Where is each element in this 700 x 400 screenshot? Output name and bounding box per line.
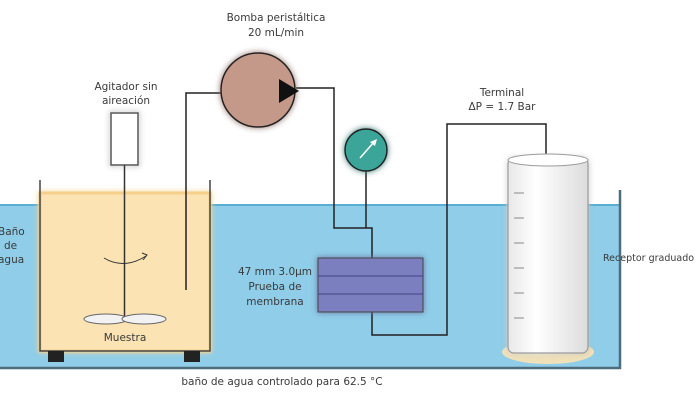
impeller-blade-left	[83, 313, 129, 325]
receiver-label: Receptor graduado	[603, 253, 694, 264]
terminal-label-line1: Terminal	[479, 87, 524, 99]
membrane-label-line3: membrana	[246, 296, 303, 308]
sample-vessel-walls	[39, 180, 211, 352]
tube-pump-outlet	[296, 87, 373, 258]
receiver-rim	[507, 153, 589, 167]
pump-arrow-icon	[279, 79, 299, 103]
water-bath-wall	[0, 190, 622, 370]
rotation-arrow-head	[141, 252, 148, 261]
membrane-label-line1: 47 mm 3.0µm	[238, 266, 312, 278]
membrane-cell	[317, 257, 424, 313]
membrane-label-line2: Prueba de	[248, 281, 301, 293]
stirrer-motor	[110, 112, 139, 166]
vessel-foot-right	[184, 351, 200, 362]
rotation-arrow	[103, 255, 147, 264]
sample-label: Muestra	[104, 332, 147, 344]
tube-membrane-outlet	[371, 123, 547, 336]
left-bath-label-line3: agua	[0, 254, 24, 266]
stirrer-label-line1: Agitador sin	[94, 81, 157, 93]
vessel-foot-left	[48, 351, 64, 362]
gauge-needle	[359, 141, 375, 159]
stirrer-label-line2: aireación	[102, 95, 150, 107]
pressure-gauge	[344, 128, 388, 172]
bottom-caption: baño de agua controlado para 62.5 °C	[181, 376, 382, 388]
graduated-receiver	[507, 157, 589, 354]
gauge-needle-tip	[370, 139, 377, 146]
tube-inlet	[185, 92, 222, 290]
terminal-label-line2: ΔP = 1.7 Bar	[469, 101, 537, 113]
left-bath-label-line2: de	[4, 240, 17, 252]
pump-label-line2: 20 mL/min	[248, 27, 304, 39]
receiver-graduations	[514, 192, 524, 319]
impeller-blade-right	[121, 313, 167, 325]
pump-label-line1: Bomba peristáltica	[227, 12, 326, 24]
left-bath-label-line1: Baño	[0, 226, 25, 238]
